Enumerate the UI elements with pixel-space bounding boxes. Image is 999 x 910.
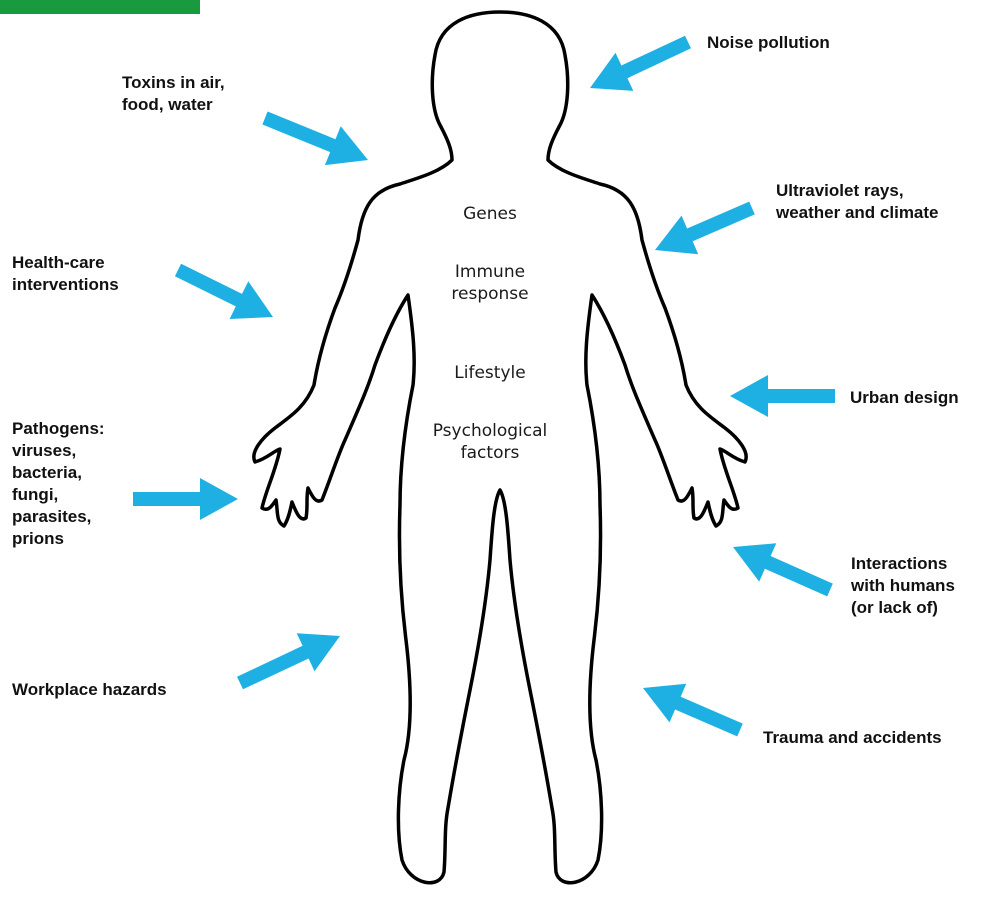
arrow-trauma bbox=[643, 684, 743, 737]
arrow-toxins bbox=[262, 112, 368, 166]
label-interactions: Interactions with humans (or lack of) bbox=[851, 553, 955, 619]
arrow-pathogens bbox=[133, 478, 238, 520]
arrow-interactions bbox=[733, 543, 833, 596]
inner-genes: Genes bbox=[400, 203, 580, 225]
inner-lifestyle: Lifestyle bbox=[400, 362, 580, 384]
arrow-noise-pollution bbox=[590, 36, 691, 91]
label-noise-pollution: Noise pollution bbox=[707, 32, 830, 54]
label-urban-design: Urban design bbox=[850, 387, 959, 409]
label-workplace-hazards: Workplace hazards bbox=[12, 679, 167, 701]
label-toxins: Toxins in air, food, water bbox=[122, 72, 225, 116]
arrow-urban-design bbox=[730, 375, 835, 417]
arrow-group bbox=[133, 36, 835, 737]
arrow-health-care bbox=[175, 264, 273, 319]
inner-psychological-factors: Psychological factors bbox=[400, 420, 580, 464]
label-pathogens: Pathogens: viruses, bacteria, fungi, par… bbox=[12, 418, 105, 550]
arrow-ultraviolet bbox=[655, 202, 755, 255]
label-ultraviolet: Ultraviolet rays, weather and climate bbox=[776, 180, 939, 224]
label-trauma: Trauma and accidents bbox=[763, 727, 942, 749]
inner-immune-response: Immune response bbox=[400, 261, 580, 305]
arrow-workplace-hazards bbox=[237, 633, 340, 689]
label-health-care: Health-care interventions bbox=[12, 252, 119, 296]
